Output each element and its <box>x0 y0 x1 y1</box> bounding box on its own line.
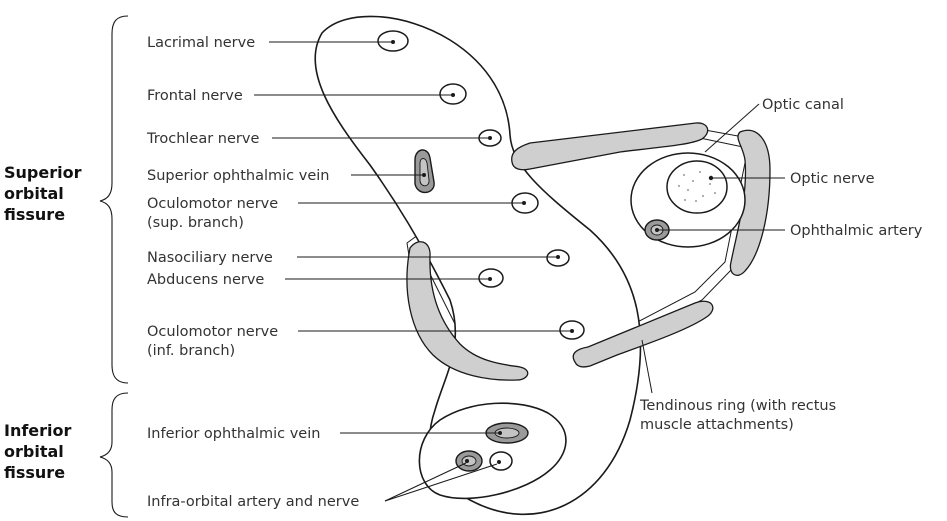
infra-orbital-artery-dot <box>465 459 469 463</box>
label-oculomotor-inf-line2: (inf. branch) <box>147 343 235 359</box>
ophthalmic-artery-dot <box>655 228 659 232</box>
superior-brace <box>100 16 128 383</box>
optic-nerve-speck <box>684 199 686 201</box>
optic-nerve-speck <box>709 183 711 185</box>
label-oculomotor-sup-line2: (sup. branch) <box>147 215 244 231</box>
label-ophthalmic-artery: Ophthalmic artery <box>790 223 923 239</box>
label-infraorbital-artery-nerve: Infra-orbital artery and nerve <box>147 494 359 510</box>
optic-nerve-speck <box>678 185 680 187</box>
inferior-fissure-label-line2: orbital <box>4 442 64 461</box>
label-optic-canal: Optic canal <box>762 97 844 113</box>
optic-nerve-speck <box>692 180 694 182</box>
label-superior-ophthalmic-vein: Superior ophthalmic vein <box>147 168 329 184</box>
label-frontal-nerve: Frontal nerve <box>147 88 243 104</box>
superior-fissure-label-line2: orbital <box>4 184 64 203</box>
infra-orbital-nerve-dot <box>497 460 501 464</box>
nasociliary-nerve-dot <box>556 255 560 259</box>
trochlear-nerve-dot <box>488 136 492 140</box>
optic-nerve-dot <box>709 176 713 180</box>
inferior-brace <box>100 393 128 517</box>
optic-nerve <box>667 161 727 213</box>
inferior-ophthalmic-vein-dot <box>498 431 502 435</box>
lacrimal-nerve-dot <box>391 40 395 44</box>
label-trochlear-nerve: Trochlear nerve <box>146 131 259 147</box>
superior-fissure-label-line3: fissure <box>4 205 65 224</box>
label-lacrimal-nerve: Lacrimal nerve <box>147 35 255 51</box>
abducens-nerve-dot <box>488 277 492 281</box>
label-nasociliary-nerve: Nasociliary nerve <box>147 250 273 266</box>
optic-nerve-speck <box>687 189 689 191</box>
oculomotor-inf-dot <box>570 329 574 333</box>
optic-nerve-speck <box>683 174 685 176</box>
inferior-fissure-label-line3: fissure <box>4 463 65 482</box>
optic-nerve-speck <box>702 195 704 197</box>
label-tendinous-ring-line1: Tendinous ring (with rectus <box>639 398 836 414</box>
leader-tendinous-ring <box>642 340 652 393</box>
label-optic-nerve: Optic nerve <box>790 171 875 187</box>
superior-ophthalmic-vein-dot <box>422 173 426 177</box>
label-inferior-ophthalmic-vein: Inferior ophthalmic vein <box>147 426 320 442</box>
optic-nerve-speck <box>699 171 701 173</box>
optic-nerve-speck <box>695 200 697 202</box>
label-abducens-nerve: Abducens nerve <box>147 272 264 288</box>
frontal-nerve-dot <box>451 93 455 97</box>
superior-fissure-label-line1: Superior <box>4 163 82 182</box>
optic-nerve-speck <box>714 192 716 194</box>
label-tendinous-ring-line2: muscle attachments) <box>640 417 794 433</box>
oculomotor-sup-dot <box>522 201 526 205</box>
label-oculomotor-sup-line1: Oculomotor nerve <box>147 196 278 212</box>
label-oculomotor-inf-line1: Oculomotor nerve <box>147 324 278 340</box>
inferior-fissure-label-line1: Inferior <box>4 421 72 440</box>
infra-orbital-nerve-ring <box>490 452 512 470</box>
